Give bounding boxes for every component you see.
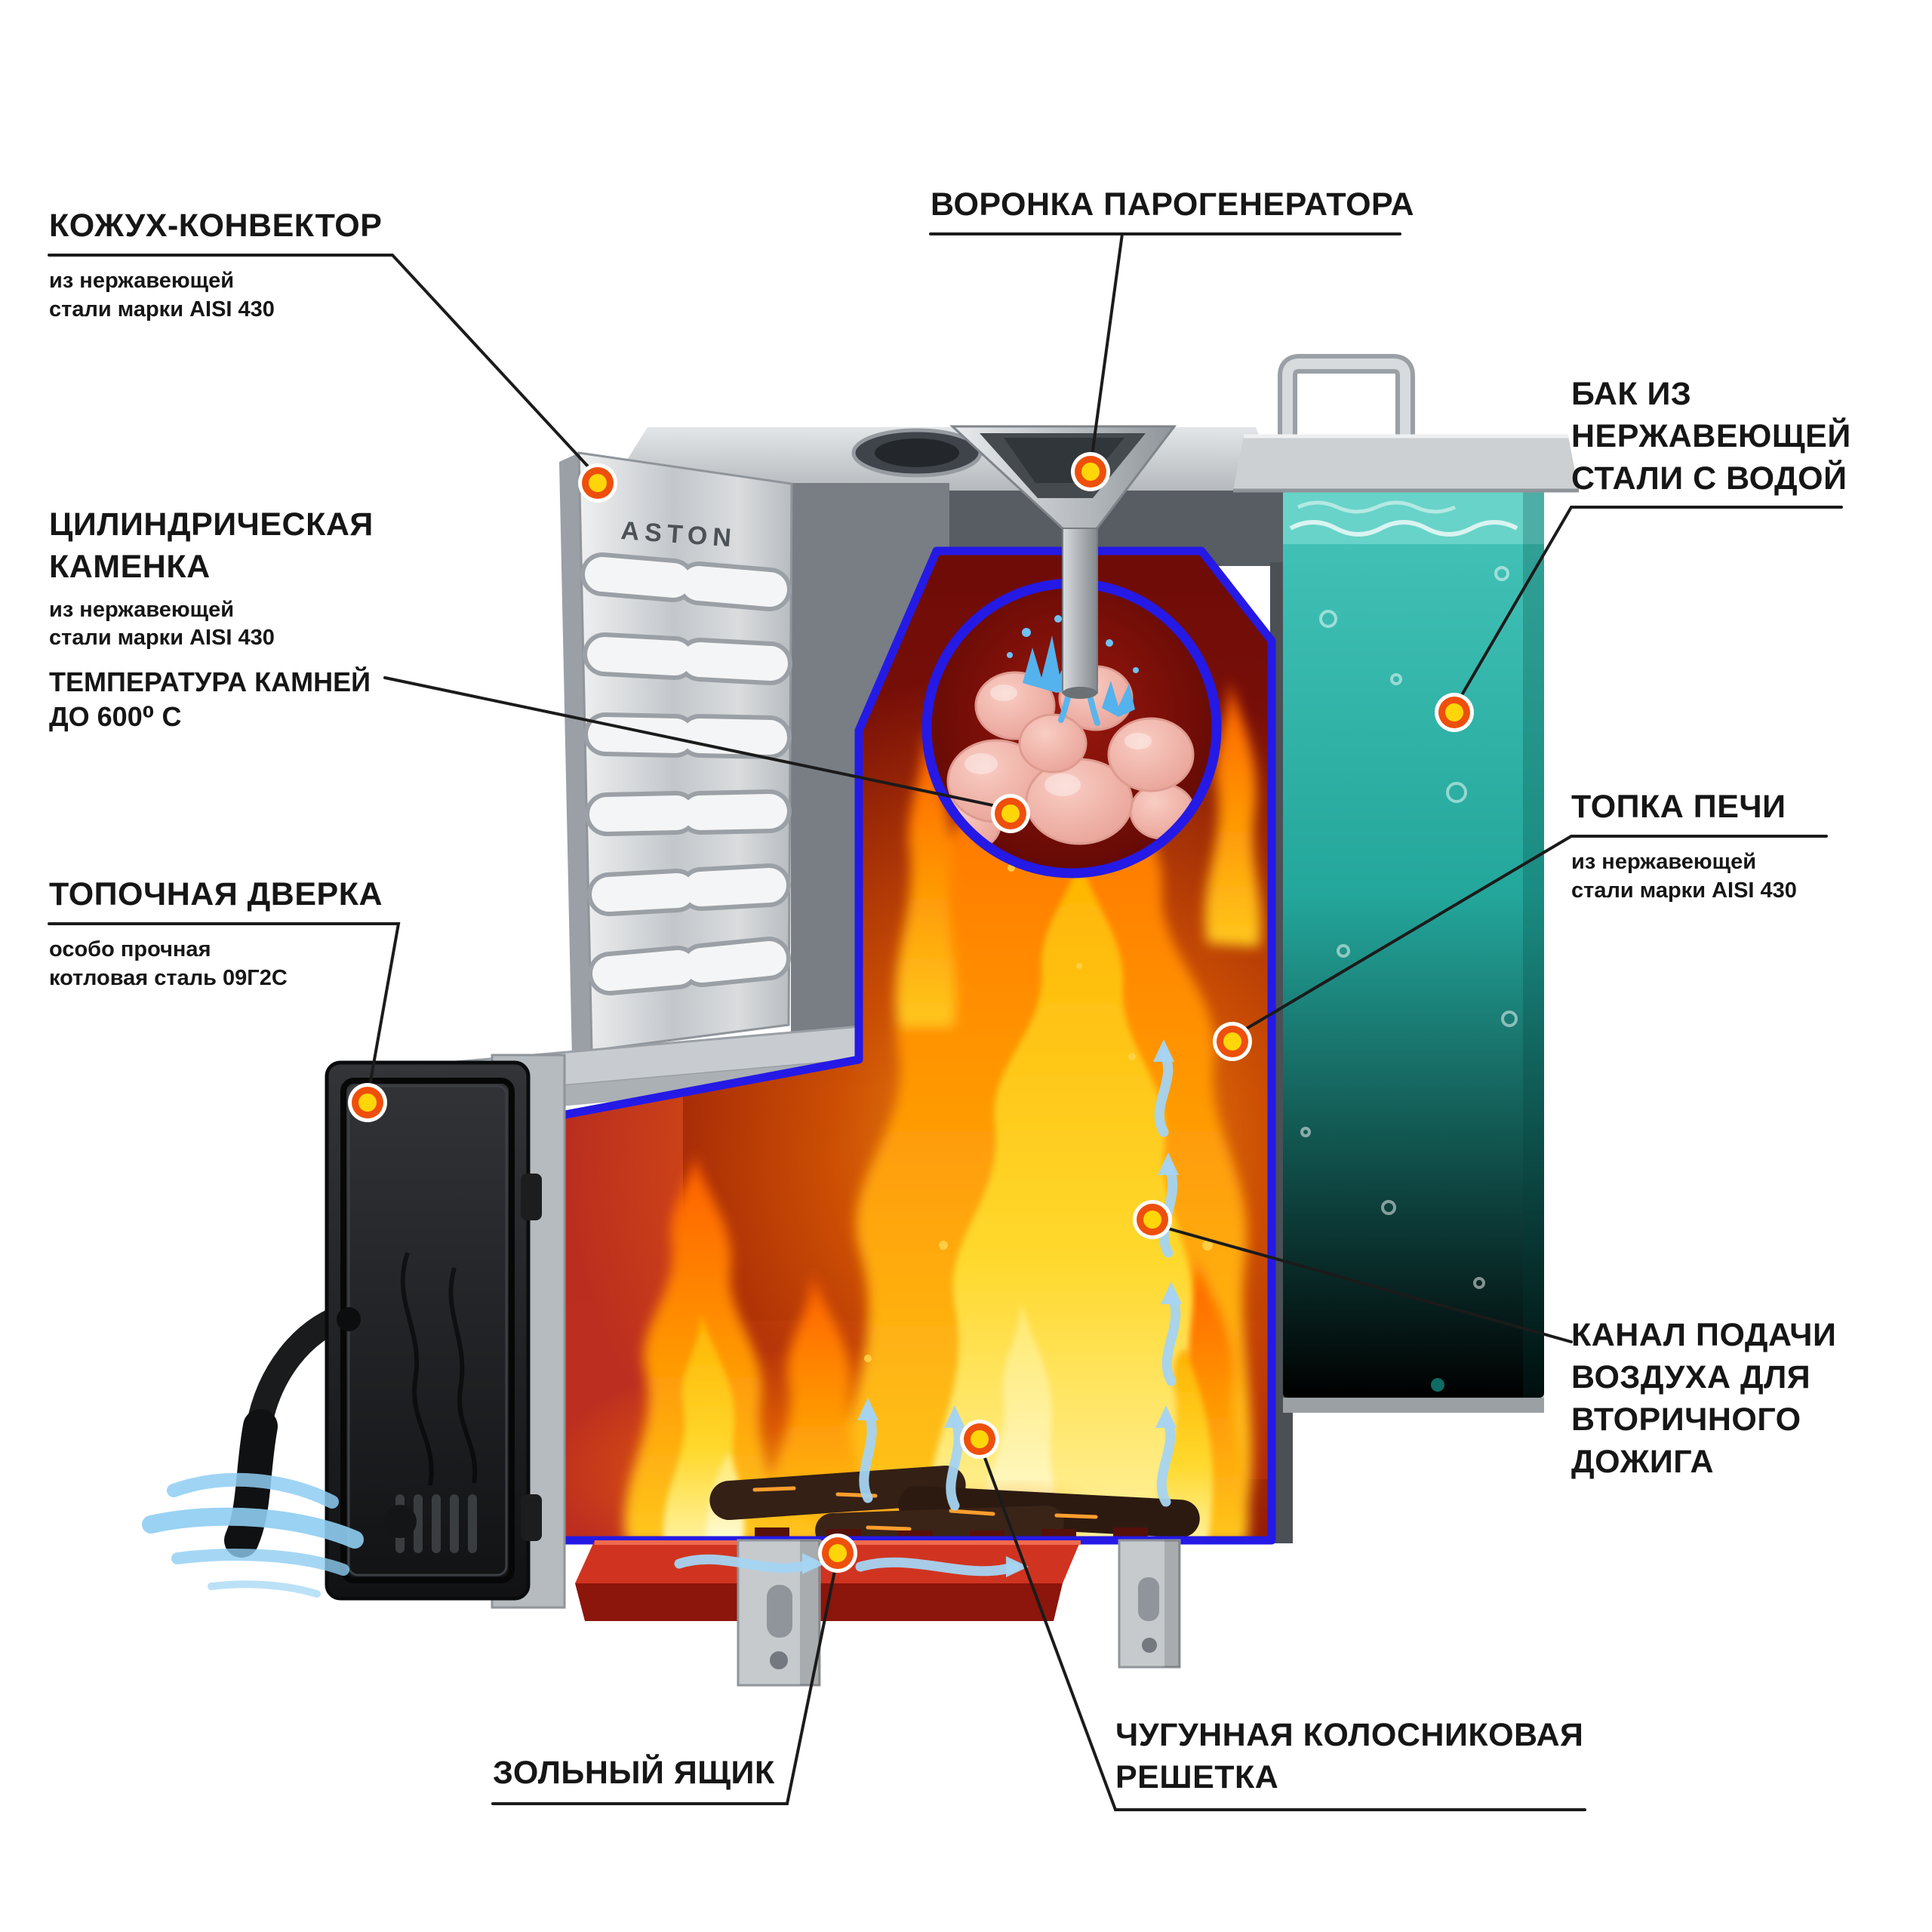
marker-funnel	[1071, 452, 1110, 491]
marker-grate	[960, 1420, 999, 1459]
leader-funnel	[1089, 232, 1124, 468]
marker-convector	[578, 463, 617, 503]
callout-grate: ЧУГУННАЯ КОЛОСНИКОВАЯ РЕШЕТКА	[1115, 1715, 1583, 1799]
callout-convector-title: КОЖУХ-КОНВЕКТОР	[49, 208, 383, 244]
callout-firebox-title: ТОПКА ПЕЧИ	[1571, 789, 1786, 825]
ash-drawer-knob[interactable]	[383, 1505, 417, 1538]
leader-air	[1151, 1223, 1573, 1343]
callout-funnel-title: ВОРОНКА ПАРОГЕНЕРАТОРА	[931, 186, 1415, 223]
callout-air-line2: ВОЗДУХА ДЛЯ	[1571, 1358, 1811, 1395]
callout-door: ТОПОЧНАЯ ДВЕРКА особо прочная котловая с…	[49, 874, 383, 992]
water-tank	[1233, 354, 1579, 1413]
flames-inner	[663, 845, 1213, 1540]
callout-grate-line2: РЕШЕТКА	[1115, 1758, 1279, 1795]
callout-air-channel: КАНАЛ ПОДАЧИ ВОЗДУХА ДЛЯ ВТОРИЧНОГО ДОЖИ…	[1571, 1315, 1836, 1484]
callout-stones-temp1: ТЕМПЕРАТУРА КАМНЕЙ	[49, 666, 371, 698]
callout-convector-sub1: из нержавеющей	[49, 268, 235, 293]
leader-firebox	[1231, 835, 1828, 1038]
callout-firebox: ТОПКА ПЕЧИ из нержавеющей стали марки AI…	[1571, 786, 1797, 905]
callout-door-title: ТОПОЧНАЯ ДВЕРКА	[49, 876, 383, 912]
air-flow	[142, 1472, 1029, 1598]
leader-lines	[48, 232, 1843, 1811]
callout-air-line1: КАНАЛ ПОДАЧИ	[1571, 1317, 1837, 1353]
leader-convector	[48, 254, 599, 478]
callout-stones-temp2: ДО 600⁰ С	[49, 701, 182, 733]
markers	[348, 452, 1474, 1573]
callout-stones-line2: КАМЕНКА	[49, 548, 211, 585]
callout-stones-line1: ЦИЛИНДРИЧЕСКАЯ	[49, 506, 374, 543]
callout-tank-line3: СТАЛИ С ВОДОЙ	[1571, 460, 1847, 497]
leader-ash	[491, 1555, 839, 1805]
callout-ash-box: ЗОЛЬНЫЙ ЯЩИК	[493, 1752, 775, 1795]
leader-grate	[978, 1442, 1586, 1811]
sparks	[864, 864, 1213, 1362]
funnel-stem	[1062, 528, 1098, 694]
marker-door	[348, 1083, 387, 1122]
leader-tank	[1453, 506, 1843, 709]
convector-slots	[580, 552, 792, 995]
door-leaf[interactable]	[325, 1060, 531, 1601]
callout-convector: КОЖУХ-КОНВЕКТОР из нержавеющей стали мар…	[49, 205, 382, 324]
door-vents	[395, 1494, 477, 1553]
callout-stones: ЦИЛИНДРИЧЕСКАЯ КАМЕНКА из нержавеющей ст…	[49, 504, 374, 734]
tank-bubbles	[1300, 566, 1518, 1289]
marker-air	[1133, 1200, 1172, 1239]
callout-tank: БАК ИЗ НЕРЖАВЕЮЩЕЙ СТАЛИ С ВОДОЙ	[1571, 374, 1851, 500]
marker-firebox	[1213, 1022, 1252, 1061]
leader-stones	[383, 676, 1012, 811]
callout-firebox-sub2: стали марки AISI 430	[1571, 878, 1797, 903]
callout-air-line3: ВТОРИЧНОГО	[1571, 1401, 1801, 1438]
convector-panel: ASTON	[559, 451, 793, 1060]
leader-door	[48, 922, 401, 1100]
callout-tank-line1: БАК ИЗ	[1571, 376, 1692, 412]
callout-air-line4: ДОЖИГА	[1571, 1443, 1715, 1480]
callout-stones-sub1: из нержавеющей	[49, 597, 235, 622]
callout-funnel: ВОРОНКА ПАРОГЕНЕРАТОРА	[931, 184, 1414, 226]
door-flame-emblem	[400, 1252, 478, 1486]
door-hinge-top	[521, 1174, 542, 1220]
callout-stones-sub2: стали марки AISI 430	[49, 626, 275, 651]
callout-convector-sub2: стали марки AISI 430	[49, 297, 275, 321]
callout-door-sub2: котловая сталь 09Г2С	[49, 965, 288, 990]
callout-firebox-sub1: из нержавеющей	[1571, 849, 1757, 874]
tank-lid	[1233, 436, 1579, 491]
secondary-air-arrowheads	[857, 1039, 1182, 1428]
callout-tank-line2: НЕРЖАВЕЮЩЕЙ	[1571, 417, 1851, 454]
marker-tank	[1435, 693, 1474, 732]
marker-stones	[991, 794, 1030, 833]
marker-ash	[818, 1534, 857, 1573]
firebox-door	[224, 1054, 566, 1609]
door-hinge-bottom	[521, 1494, 542, 1541]
callout-grate-line1: ЧУГУННАЯ КОЛОСНИКОВАЯ	[1115, 1717, 1584, 1753]
callout-ash-title: ЗОЛЬНЫЙ ЯЩИК	[493, 1755, 775, 1791]
callout-door-sub1: особо прочная	[49, 937, 211, 961]
tank-water	[1283, 487, 1544, 1398]
